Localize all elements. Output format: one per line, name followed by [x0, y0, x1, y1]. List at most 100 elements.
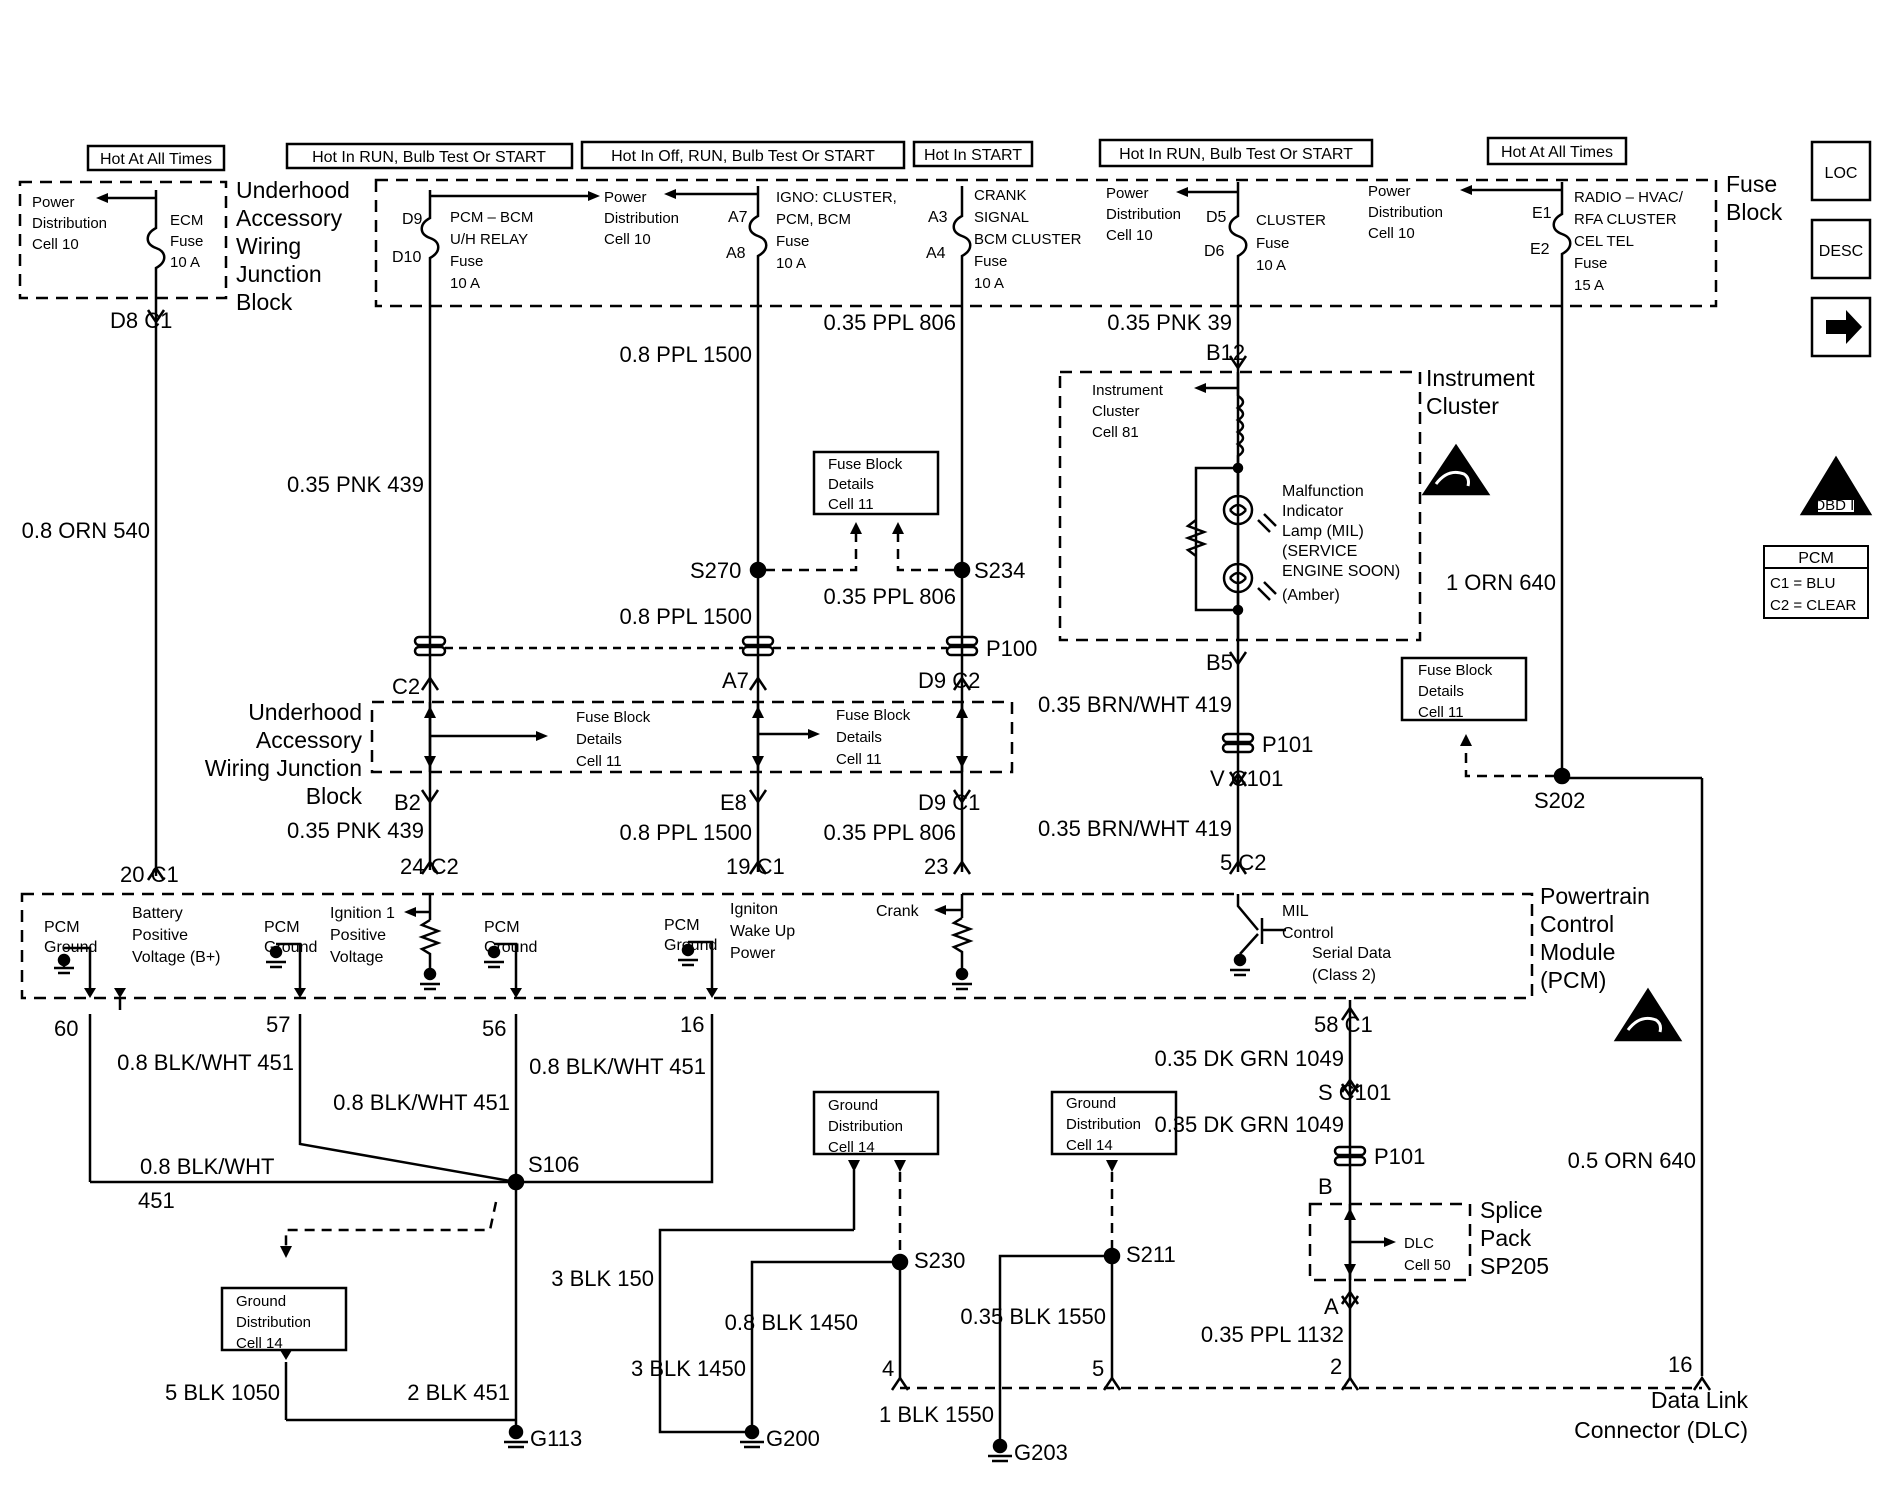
svg-text:B2: B2: [394, 790, 421, 815]
svg-text:C2 = CLEAR: C2 = CLEAR: [1770, 597, 1856, 614]
svg-text:Cell 10: Cell 10: [32, 236, 79, 253]
svg-text:A3: A3: [928, 209, 948, 226]
svg-text:Powertrain: Powertrain: [1540, 883, 1650, 909]
svg-text:Power: Power: [604, 189, 647, 206]
fuse-block-details-1: Fuse Block Details Cell 11: [828, 456, 903, 513]
svg-text:10 A: 10 A: [776, 255, 806, 272]
svg-text:Cluster: Cluster: [1092, 403, 1140, 420]
svg-text:Positive: Positive: [330, 927, 386, 944]
svg-text:S270: S270: [690, 558, 741, 583]
svg-text:Distribution: Distribution: [604, 210, 679, 227]
svg-text:Block: Block: [306, 783, 363, 809]
wire-1450a: 0.8 BLK 1450: [725, 1310, 858, 1335]
wire-labels: 0.8 ORN 540 0.35 PNK 439 0.8 PPL 1500 0.…: [22, 310, 1696, 1427]
svg-text:Accessory: Accessory: [256, 727, 363, 753]
next-arrow-button[interactable]: [1810, 296, 1872, 358]
header-hot-run-2: Hot In RUN, Bulb Test Or START: [1119, 146, 1353, 163]
wire-806a: 0.35 PPL 806: [823, 310, 956, 335]
desc-button[interactable]: DESC: [1810, 218, 1872, 280]
svg-text:Accessory: Accessory: [236, 205, 343, 231]
loc-label: LOC: [1825, 165, 1858, 182]
svg-text:Control: Control: [1282, 925, 1334, 942]
svg-text:16: 16: [680, 1012, 704, 1037]
svg-text:24 C2: 24 C2: [400, 854, 459, 879]
svg-text:Distribution: Distribution: [32, 215, 107, 232]
obd-ii-icon: OBD II: [1799, 455, 1873, 516]
wire-39: 0.35 PNK 39: [1107, 310, 1232, 335]
fuse-bus-lines: [96, 185, 1562, 203]
svg-text:5 C2: 5 C2: [1220, 850, 1266, 875]
underhood-mid-box: [370, 700, 1014, 774]
svg-text:10 A: 10 A: [1256, 257, 1286, 274]
svg-text:SP205: SP205: [1480, 1253, 1549, 1279]
svg-text:Distribution: Distribution: [1066, 1116, 1141, 1133]
wire-439b: 0.35 PNK 439: [287, 818, 424, 843]
svg-text:B: B: [1318, 1174, 1333, 1199]
power-distribution-refs: Power Distribution Cell 10 Power Distrib…: [32, 183, 1443, 253]
svg-text:MIL: MIL: [1282, 903, 1309, 920]
svg-text:Ground: Ground: [1066, 1095, 1116, 1112]
svg-text:S230: S230: [914, 1248, 965, 1273]
svg-text:58 C1: 58 C1: [1314, 1012, 1373, 1037]
ground-wiring: [88, 1014, 1702, 1463]
svg-text:PCM: PCM: [44, 919, 80, 936]
wire-419a: 0.35 BRN/WHT 419: [1038, 692, 1232, 717]
arrow-right-icon: [1826, 310, 1862, 344]
svg-text:G203: G203: [1014, 1440, 1068, 1465]
svg-text:E1: E1: [1532, 205, 1552, 222]
svg-text:C2: C2: [392, 674, 420, 699]
svg-text:Module: Module: [1540, 939, 1615, 965]
svg-text:D5: D5: [1206, 209, 1227, 226]
svg-text:A8: A8: [726, 245, 746, 262]
svg-text:Cell 11: Cell 11: [828, 496, 874, 513]
wire-439a: 0.35 PNK 439: [287, 472, 424, 497]
side-nav[interactable]: LOC DESC: [1810, 140, 1872, 358]
svg-text:Control: Control: [1540, 911, 1614, 937]
connector-chevrons: [146, 309, 1712, 1391]
svg-text:Ground: Ground: [664, 937, 717, 954]
svg-text:S234: S234: [974, 558, 1025, 583]
svg-text:Igniton: Igniton: [730, 901, 778, 918]
fuse-block-details-2-box: [1400, 656, 1571, 785]
svg-text:Lamp (MIL): Lamp (MIL): [1282, 523, 1364, 540]
svg-text:2: 2: [1330, 1354, 1342, 1379]
svg-text:10 A: 10 A: [170, 254, 200, 271]
dlc-label: Data Link Connector (DLC): [1574, 1387, 1748, 1443]
svg-text:A: A: [1324, 1294, 1339, 1319]
wire-451d: 0.8 BLK/WHT: [140, 1154, 274, 1179]
wire-451d2: 451: [138, 1188, 175, 1213]
svg-text:Fuse: Fuse: [450, 253, 483, 270]
fuse-symbols: [146, 182, 1572, 300]
svg-text:P101: P101: [1374, 1144, 1425, 1169]
instrument-cluster-label: Instrument Cluster: [1426, 365, 1535, 419]
svg-text:Cell 11: Cell 11: [836, 751, 882, 768]
svg-text:D9 C2: D9 C2: [918, 668, 980, 693]
svg-text:OBD II: OBD II: [1813, 497, 1858, 514]
wire-1500c: 0.8 PPL 1500: [619, 820, 752, 845]
wire-806b: 0.35 PPL 806: [823, 584, 956, 609]
svg-text:Fuse: Fuse: [1726, 171, 1777, 197]
svg-text:Distribution: Distribution: [236, 1314, 311, 1331]
top-dashed-blocks: [18, 178, 1718, 308]
svg-text:CRANK: CRANK: [974, 187, 1027, 204]
instrument-cluster-box: [1058, 370, 1422, 642]
svg-text:Voltage (B+): Voltage (B+): [132, 949, 221, 966]
loc-button[interactable]: LOC: [1810, 140, 1872, 202]
pin-labels: D8 C1 B12 B5 C2 A7 D9 C2 B2 E8 D9 C1 20 …: [54, 308, 1692, 1465]
svg-text:PCM: PCM: [664, 917, 700, 934]
svg-text:G113: G113: [530, 1426, 582, 1451]
svg-text:RADIO – HVAC/: RADIO – HVAC/: [1574, 189, 1684, 206]
svg-text:Details: Details: [1418, 683, 1464, 700]
svg-text:60: 60: [54, 1016, 78, 1041]
wire-540: 0.8 ORN 540: [22, 518, 150, 543]
desc-label: DESC: [1819, 243, 1863, 260]
wire-451e: 2 BLK 451: [407, 1380, 510, 1405]
svg-text:Fuse: Fuse: [1256, 235, 1289, 252]
fuse-block-details-mid: Fuse Block Details Cell 11 Fuse Block De…: [576, 707, 911, 770]
svg-text:U/H RELAY: U/H RELAY: [450, 231, 528, 248]
svg-text:Fuse Block: Fuse Block: [576, 709, 651, 726]
inline-connectors: [413, 635, 1367, 1167]
svg-text:Crank: Crank: [876, 903, 920, 920]
pcm-connector-legend: PCM C1 = BLU C2 = CLEAR: [1763, 545, 1869, 619]
